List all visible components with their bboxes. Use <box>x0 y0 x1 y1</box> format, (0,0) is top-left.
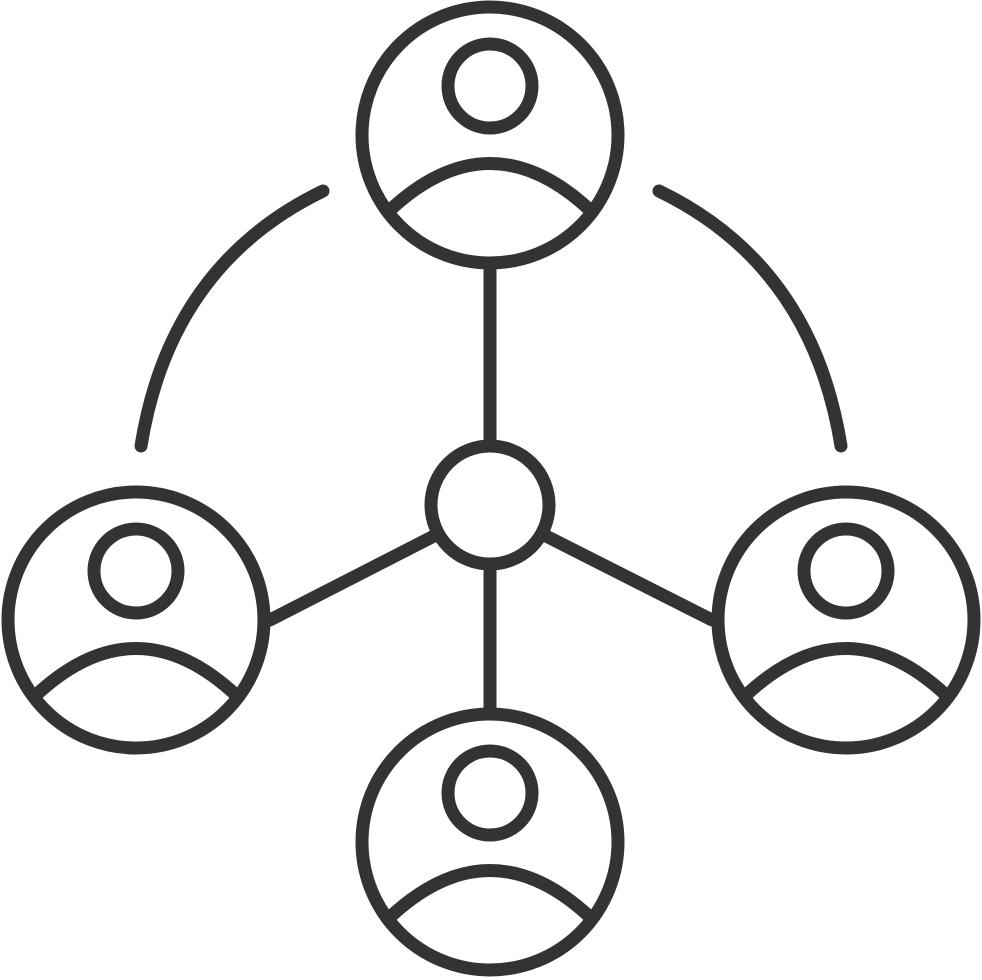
user-left-head <box>87 522 185 620</box>
user-top-head <box>441 37 539 135</box>
connector-right <box>541 530 719 627</box>
user-top <box>355 0 625 270</box>
arc-left <box>134 184 330 453</box>
user-right-frame <box>711 485 981 755</box>
user-left <box>1 485 271 755</box>
user-bottom-head <box>441 744 539 842</box>
user-left-frame <box>1 485 271 755</box>
user-right-body <box>737 642 955 704</box>
user-bottom-frame <box>355 707 625 977</box>
user-top-body <box>381 157 599 219</box>
arc-right <box>652 184 848 453</box>
user-top-frame <box>355 0 625 270</box>
connector-left <box>263 530 439 627</box>
user-bottom-body <box>381 864 599 926</box>
user-bottom <box>355 707 625 977</box>
user-left-body <box>27 642 245 704</box>
hub-node <box>424 439 556 571</box>
user-right-head <box>797 522 895 620</box>
user-right <box>711 485 981 755</box>
